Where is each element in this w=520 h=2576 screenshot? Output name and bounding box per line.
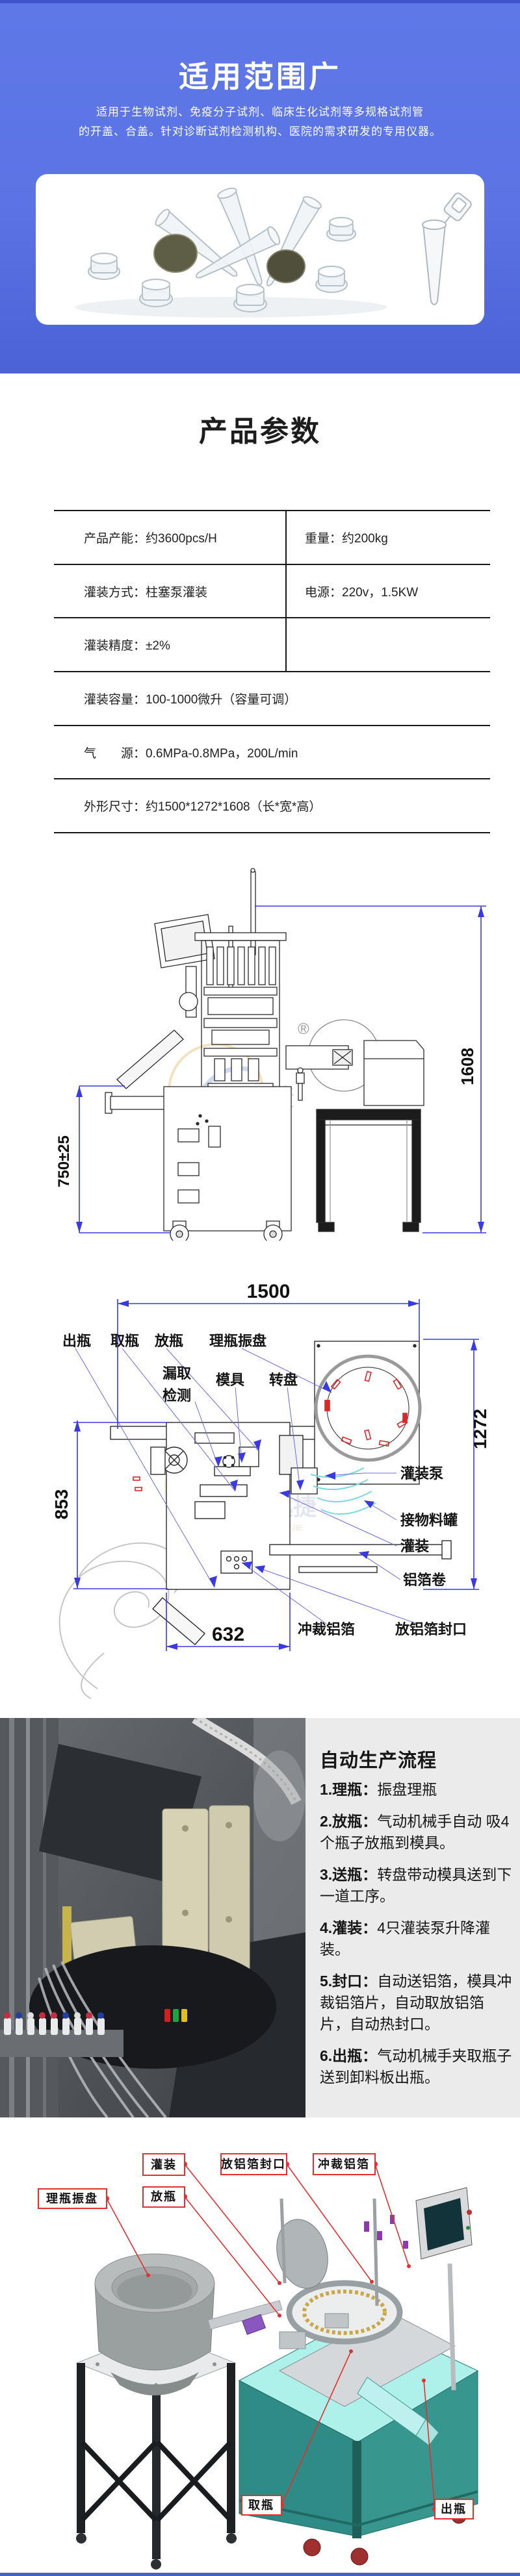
header-top-line — [0, 0, 520, 3]
process-step-2: 2.放瓶：气动机械手自动 吸4个瓶子放瓶到模具。 — [320, 1811, 512, 1854]
plan-machine — [110, 1341, 452, 1645]
step-label: 4.灌装： — [320, 1919, 378, 1936]
bottom-divider — [0, 2573, 520, 2576]
product-photo-card — [36, 174, 484, 325]
label-louqu: 漏取 — [162, 1365, 191, 1382]
header-subtitle-line1: 适用于生物试剂、免疫分子试剂、临床生化试剂等多规格试剂管 — [96, 106, 424, 118]
label-fanglvbofengkou: 放铝箔封口 — [395, 1621, 467, 1637]
label3d-quping: 取瓶 — [248, 2499, 274, 2512]
process-section: 自动生产流程 1.理瓶：振盘理瓶 2.放瓶：气动机械手自动 吸4个瓶子放瓶到模具… — [0, 1718, 520, 2117]
table-row: 气 源：0.6MPa-0.8MPa，200L/min — [54, 726, 490, 780]
step-label: 1.理瓶： — [320, 1781, 378, 1798]
label3d-lipingzhenpan: 理瓶振盘 — [46, 2191, 98, 2205]
dim-left-750: 750±25 — [55, 1135, 73, 1187]
process-step-6: 6.出瓶：气动机械手夹取瓶子送到卸料板出瓶。 — [320, 2045, 512, 2088]
param-filling-method: 灌装方式：柱塞泵灌装 — [54, 564, 287, 618]
render-3d-section: 灌装 放铝箔封口 冲裁铝箔 理瓶振盘 放瓶 取瓶 出瓶 — [38, 2153, 479, 2570]
label3d-chuping: 出瓶 — [441, 2502, 467, 2516]
label3d-chongcailvbo: 冲裁铝箔 — [318, 2157, 370, 2171]
step-text: 气动机械手自动 吸4个瓶子放瓶到模具。 — [320, 1813, 510, 1851]
dim-bottom-632: 632 — [212, 1624, 244, 1645]
label-lvbojuan: 铝箔卷 — [403, 1572, 447, 1588]
red-tube-glyphs — [133, 1370, 408, 1491]
param-power: 电源：220v，1.5KW — [305, 585, 419, 600]
param-empty — [287, 618, 490, 671]
label-zhuanpan: 转盘 — [269, 1372, 298, 1388]
label3d-guanzhuang: 灌装 — [151, 2158, 177, 2171]
label-quping: 取瓶 — [110, 1333, 139, 1349]
label-lipingzhenpan: 理瓶振盘 — [209, 1333, 266, 1349]
param-air-supply: 气 源：0.6MPa-0.8MPa，200L/min — [84, 746, 298, 761]
table-row: 灌装容量：100-1000微升（容量可调） — [54, 672, 490, 726]
section-title-parameters: 产品参数 — [199, 416, 321, 448]
test-tubes-image — [75, 187, 472, 318]
vibratory-bowl — [94, 2253, 283, 2395]
plan-dimensions — [73, 1299, 479, 1651]
label-jiewuliaoguan: 接物料罐 — [400, 1512, 458, 1528]
param-capacity: 产品产能：约3600pcs/H — [54, 511, 287, 564]
render-labels: 灌装 放铝箔封口 冲裁铝箔 理瓶振盘 放瓶 取瓶 出瓶 — [38, 2153, 474, 2519]
dim-right-1272: 1272 — [470, 1409, 490, 1449]
step-text: 气动机械手夹取瓶子送到卸料板出瓶。 — [320, 2047, 512, 2086]
step-label: 2.放瓶： — [320, 1813, 378, 1830]
label-moju: 模具 — [216, 1372, 244, 1388]
elevation-dimensions — [76, 905, 486, 1233]
dim-height-1608: 1608 — [458, 1048, 477, 1085]
label3d-fangping: 放瓶 — [150, 2190, 177, 2203]
process-text-panel: 自动生产流程 1.理瓶：振盘理瓶 2.放瓶：气动机械手自动 吸4个瓶子放瓶到模具… — [320, 1718, 512, 2117]
step-label: 5.封口： — [320, 1973, 378, 1989]
step-text: 振盘理瓶 — [377, 1781, 437, 1798]
step-text: 自动送铝箔，模具冲裁铝箔片，自动取放铝箔片，自动热封口。 — [320, 1973, 512, 2032]
param-accuracy: 灌装精度：±2% — [54, 618, 287, 672]
page-title: 适用范围广 — [179, 60, 341, 94]
process-step-1: 1.理瓶：振盘理瓶 — [320, 1779, 512, 1800]
registered-mark: ® — [298, 1020, 309, 1038]
table-row: 灌装精度：±2% — [54, 618, 490, 673]
sketch-outline — [58, 1542, 183, 1699]
table-row: 产品产能：约3600pcs/H 重量：约200kg — [54, 511, 490, 565]
step-text: 4只灌装泵升降灌装。 — [320, 1919, 490, 1958]
label3d-fanglvbofengkou: 放铝箔封口 — [220, 2157, 286, 2171]
param-volume: 灌装容量：100-1000微升（容量可调） — [84, 692, 297, 707]
step-label: 6.出瓶： — [320, 2047, 378, 2064]
param-weight: 重量：约200kg — [305, 531, 388, 546]
plan-drawing: 迅捷 XUN JIE — [51, 1281, 490, 1699]
table-row: 外形尺寸：约1500*1272*1608（长*宽*高） — [54, 779, 490, 834]
parameters-table: 产品产能：约3600pcs/H 重量：约200kg 灌装方式：柱塞泵灌装 电源：… — [54, 510, 490, 834]
label-chongcailvbo: 冲裁铝箔 — [298, 1621, 355, 1637]
table-row: 灌装方式：柱塞泵灌装 电源：220v，1.5KW — [54, 564, 490, 619]
plan-labels: 出瓶 取瓶 放瓶 理瓶振盘 漏取 检测 模具 转盘 灌装泵 接物料罐 灌装 铝箔… — [62, 1333, 467, 1637]
step-text: 转盘带动模具送到下一道工序。 — [320, 1866, 512, 1904]
process-step-5: 5.封口：自动送铝箔，模具冲裁铝箔片，自动取放铝箔片，自动热封口。 — [320, 1971, 512, 2035]
label-guanzhuang: 灌装 — [400, 1538, 429, 1554]
process-step-4: 4.灌装：4只灌装泵升降灌装。 — [320, 1917, 512, 1960]
step-label: 3.送瓶： — [320, 1866, 378, 1883]
param-dimensions: 外形尺寸：约1500*1272*1608（长*宽*高） — [84, 800, 322, 814]
label-chuping: 出瓶 — [62, 1333, 91, 1349]
top-mechanism — [242, 2187, 473, 2446]
header-subtitle-line2: 的开盖、合盖。针对诊断试剂检测机构、医院的需求研发的专用仪器。 — [79, 125, 441, 138]
label-fangping: 放瓶 — [154, 1333, 183, 1349]
dim-left-853: 853 — [51, 1489, 72, 1520]
label-guanzhuangbeng: 灌装泵 — [400, 1465, 443, 1482]
dim-width-1500: 1500 — [247, 1281, 291, 1302]
elevation-drawing: 迅捷 XUN JIE ® — [55, 868, 486, 1241]
machine-photo — [0, 1718, 306, 2117]
process-title: 自动生产流程 — [320, 1750, 437, 1771]
label-jiance: 检测 — [162, 1387, 191, 1404]
elevation-machine — [105, 868, 424, 1241]
header-section: 适用范围广 适用于生物试剂、免疫分子试剂、临床生化试剂等多规格试剂管 的开盖、合… — [0, 0, 520, 373]
process-step-3: 3.送瓶：转盘带动模具送到下一道工序。 — [320, 1864, 512, 1907]
plan-leader-lines — [75, 1348, 418, 1624]
